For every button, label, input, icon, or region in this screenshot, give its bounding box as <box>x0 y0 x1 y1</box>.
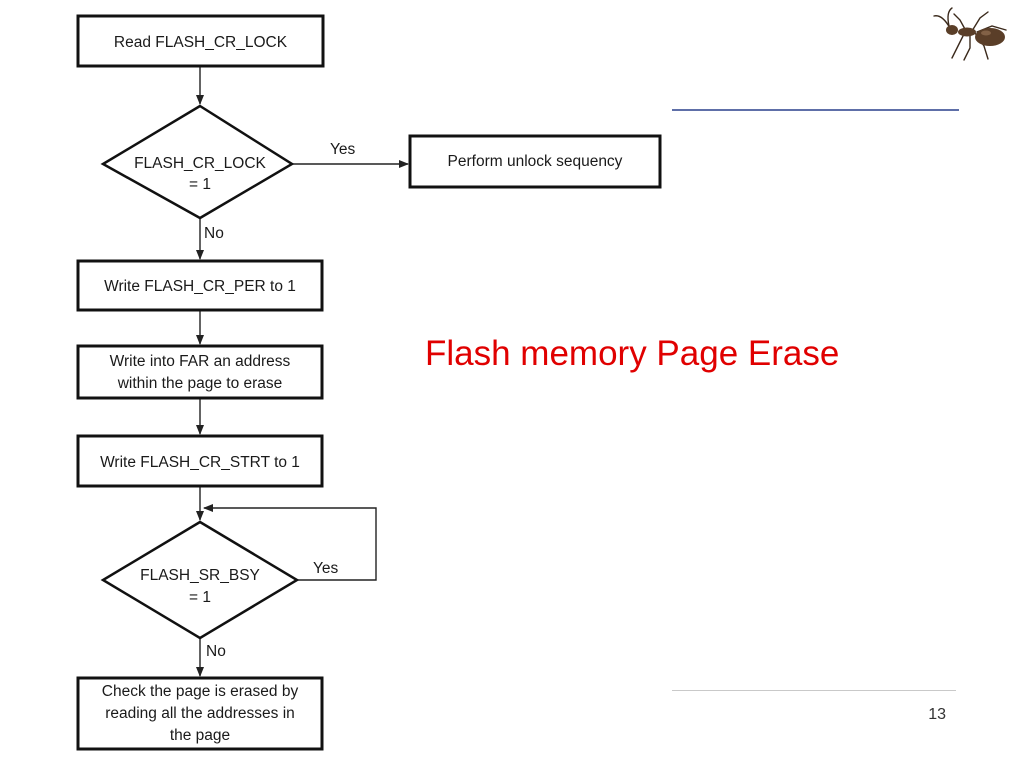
node-label-line-3: the page <box>170 727 230 744</box>
edge-bsy-yes-loop <box>203 504 377 581</box>
node-label-line-2: reading all the addresses in <box>105 705 295 722</box>
top-divider <box>672 109 959 111</box>
node-write-far-address: Write into FAR an address within the pag… <box>76 344 324 400</box>
node-label: Write FLASH_CR_STRT to 1 <box>100 454 300 471</box>
decision-flash-cr-lock: FLASH_CR_LOCK = 1 <box>100 104 295 220</box>
ant-icon <box>933 7 1007 61</box>
decision-label-line-2: = 1 <box>189 176 211 193</box>
node-read-flash-cr-lock: Read FLASH_CR_LOCK <box>76 14 325 68</box>
node-label-line-1: Write into FAR an address <box>110 353 291 370</box>
decision-flash-sr-bsy: FLASH_SR_BSY = 1 <box>100 520 300 640</box>
node-write-flash-cr-strt: Write FLASH_CR_STRT to 1 <box>76 434 324 488</box>
node-perform-unlock-sequence: Perform unlock sequency <box>408 134 662 189</box>
page-number: 13 <box>928 706 946 723</box>
node-label: Read FLASH_CR_LOCK <box>114 34 288 51</box>
edge-label-bsy-yes: Yes <box>313 560 339 577</box>
edge-label-lock-yes: Yes <box>330 141 356 158</box>
edge-label-bsy-no: No <box>206 643 226 660</box>
node-label: Perform unlock sequency <box>448 153 623 170</box>
decision-label-line-1: FLASH_CR_LOCK <box>134 155 266 172</box>
slide-title: Flash memory Page Erase <box>425 334 840 373</box>
edge-label-lock-no: No <box>204 225 224 242</box>
node-check-page-erased: Check the page is erased by reading all … <box>76 676 324 751</box>
node-write-flash-cr-per: Write FLASH_CR_PER to 1 <box>76 259 324 312</box>
node-label: Write FLASH_CR_PER to 1 <box>104 278 296 295</box>
node-label-line-2: within the page to erase <box>117 375 283 392</box>
decision-label-line-1: FLASH_SR_BSY <box>140 567 260 584</box>
node-label-line-1: Check the page is erased by <box>102 683 299 700</box>
decision-label-line-2: = 1 <box>189 589 211 606</box>
bottom-divider <box>672 690 956 691</box>
